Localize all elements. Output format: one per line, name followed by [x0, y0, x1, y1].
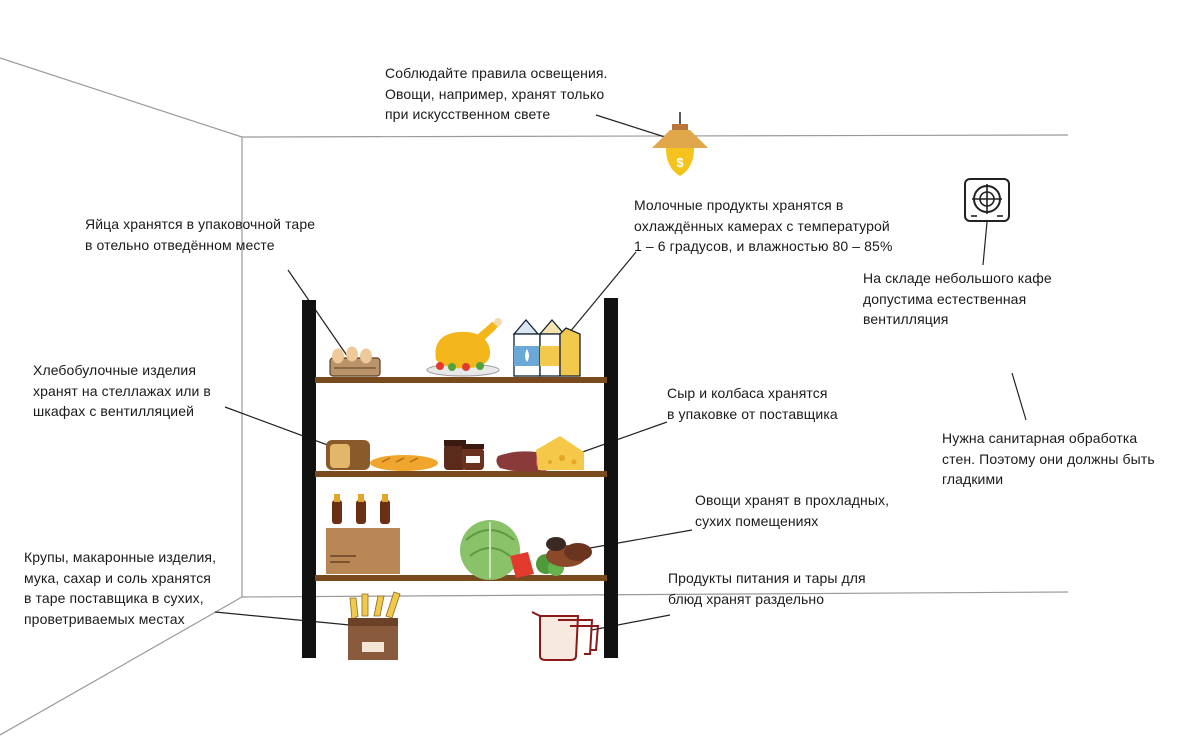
- note-grains: Крупы, макаронные изделия, мука, сахар и…: [24, 549, 217, 627]
- leader-separate: [591, 614, 671, 631]
- cheese-icon: [536, 436, 584, 470]
- leader-ventilation: [982, 221, 988, 266]
- egg-carton-icon: [329, 346, 381, 377]
- note-lighting: Соблюдайте правила освещения. Овощи, нап…: [385, 65, 608, 122]
- jam-jar-icon: [444, 440, 484, 470]
- ceiling-lamp-icon: $: [652, 112, 708, 176]
- note-walls: Нужна санитарная обработка стен. Поэтому…: [942, 430, 1155, 487]
- leader-grains: [214, 611, 361, 627]
- ventilation-fan-icon: [964, 178, 1010, 222]
- storage-rack: [302, 298, 618, 658]
- svg-text:$: $: [676, 155, 684, 170]
- shelf-bottom: [315, 575, 607, 581]
- shelf-top: [315, 377, 607, 383]
- bread-icon: [326, 440, 438, 471]
- note-ventilation: На складе небольшого кафе допустима есте…: [863, 270, 1052, 327]
- leader-eggs: [287, 269, 351, 361]
- leader-walls: [1011, 372, 1027, 421]
- note-eggs: Яйца хранятся в упаковочной таре в отель…: [85, 216, 316, 253]
- cabbage-icon: [460, 520, 520, 580]
- note-separate: Продукты питания и тары для блюд хранят …: [668, 570, 866, 607]
- note-vegetables: Овощи хранят в прохладных, сухих помещен…: [695, 492, 890, 529]
- shelf-middle: [315, 471, 607, 477]
- note-dairy: Молочные продукты хранятся в охлаждённых…: [634, 197, 893, 254]
- rack-post-left: [302, 300, 316, 658]
- vegetables-icon: [510, 537, 592, 578]
- rack-post-right: [604, 298, 618, 658]
- food-containers-icon: [531, 611, 600, 661]
- pasta-box-icon: [348, 591, 401, 660]
- note-cheese: Сыр и колбаса хранятся в упаковке от пос…: [667, 385, 838, 422]
- note-bakery: Хлебобулочные изделия хранят на стеллажа…: [33, 362, 211, 419]
- roast-chicken-icon: [426, 318, 502, 377]
- bottle-crate-icon: [326, 494, 400, 574]
- milk-carton-icon: [512, 319, 581, 377]
- leader-lighting: [595, 114, 669, 139]
